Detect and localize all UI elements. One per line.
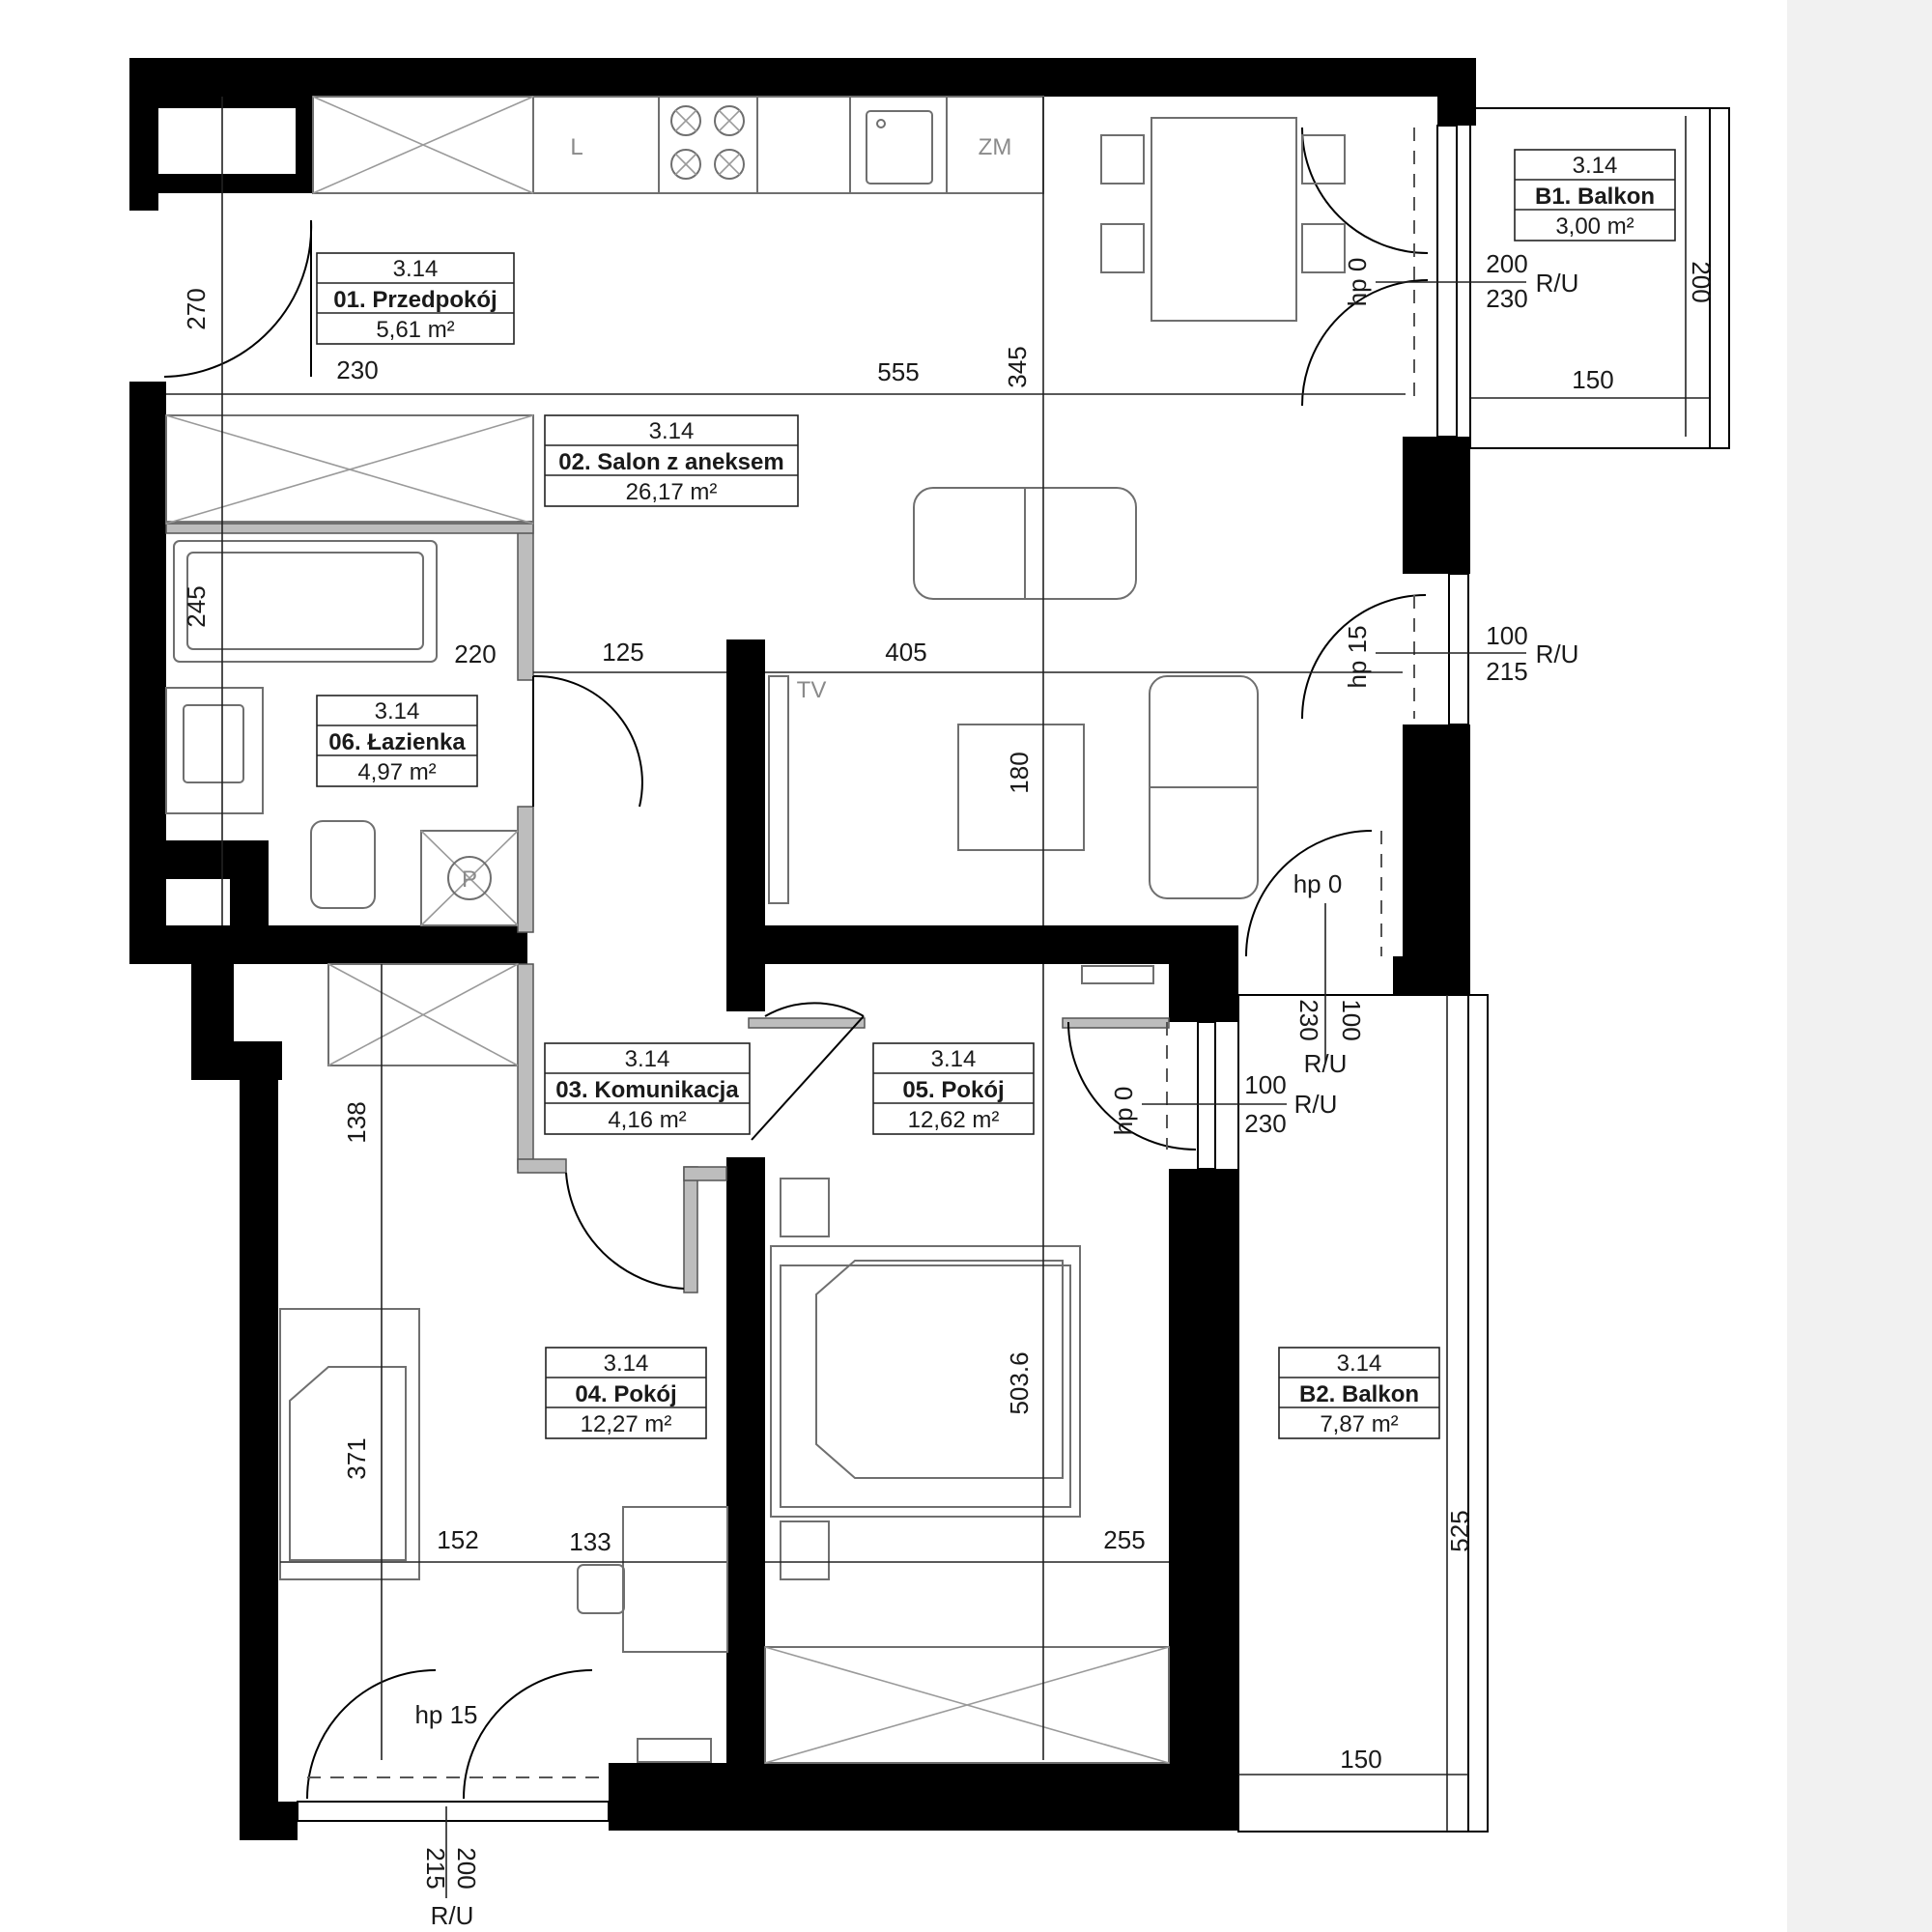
sofa-and-table (768, 487, 1259, 904)
svg-text:3.14: 3.14 (625, 1046, 670, 1072)
svg-text:12,62 m²: 12,62 m² (908, 1107, 1000, 1133)
room04-door-swing (565, 1172, 685, 1290)
dishwasher-symbol: ZM (979, 134, 1012, 160)
w1-ru: R/U (1536, 269, 1579, 298)
svg-text:05. Pokój: 05. Pokój (902, 1077, 1004, 1103)
w3-sill: hp 0 (1293, 869, 1343, 898)
room-label-03: 3.14 03. Komunikacja 4,16 m² (544, 1042, 751, 1135)
dim-b2-width: 150 (1340, 1745, 1381, 1774)
room-label-04: 3.14 04. Pokój 12,27 m² (545, 1347, 707, 1439)
w2-ru: R/U (1536, 639, 1579, 668)
svg-text:3.14: 3.14 (931, 1046, 977, 1072)
page-edge-strip (1787, 0, 1932, 1932)
dim-room04-depth: 371 (342, 1437, 371, 1479)
dim-entrance-height: 270 (182, 288, 211, 329)
svg-text:03. Komunikacja: 03. Komunikacja (555, 1077, 739, 1103)
w4-ru: R/U (1294, 1090, 1338, 1119)
dim-bath-b: 220 (454, 639, 496, 668)
svg-text:01. Przedpokój: 01. Przedpokój (333, 287, 497, 313)
svg-text:04. Pokój: 04. Pokój (575, 1381, 676, 1407)
dim-salon-depth: 345 (1003, 346, 1032, 387)
dining-table-and-chairs (1100, 117, 1346, 322)
svg-text:3.14: 3.14 (649, 418, 695, 444)
room-label-b2: 3.14 B2. Balkon 7,87 m² (1278, 1347, 1440, 1439)
w2-height: 215 (1486, 657, 1527, 686)
dim-room04-a: 152 (437, 1525, 478, 1554)
svg-text:3.14: 3.14 (1573, 153, 1618, 179)
dim-room04-b: 133 (569, 1527, 611, 1556)
dim-bath-a: 245 (182, 585, 211, 627)
dim-hall-width: 230 (336, 355, 378, 384)
w2-sill: hp 15 (1343, 625, 1372, 688)
w3-width: 100 (1337, 999, 1366, 1040)
w5-height: 215 (421, 1847, 450, 1889)
bedroom-furniture (279, 965, 1154, 1763)
dim-table: 180 (1005, 752, 1034, 793)
w1-sill: hp 0 (1343, 258, 1372, 307)
svg-text:06. Łazienka: 06. Łazienka (328, 729, 466, 755)
svg-text:3.14: 3.14 (1337, 1350, 1382, 1377)
w4-width: 100 (1244, 1070, 1286, 1099)
svg-text:26,17 m²: 26,17 m² (626, 479, 718, 505)
wardrobes (165, 414, 1170, 1764)
svg-text:5,61 m²: 5,61 m² (376, 317, 454, 343)
room-label-01: 3.14 01. Przedpokój 5,61 m² (316, 252, 515, 345)
dim-b1-length: 200 (1687, 261, 1716, 302)
entrance-door-swing (163, 219, 313, 378)
walls (129, 58, 1476, 1840)
svg-text:4,97 m²: 4,97 m² (357, 759, 436, 785)
window-frames (297, 125, 1469, 1822)
dim-room05-depth: 503.6 (1005, 1351, 1034, 1414)
svg-text:12,27 m²: 12,27 m² (581, 1411, 672, 1437)
dim-corridor: 125 (602, 638, 643, 667)
dim-room05-width: 255 (1103, 1525, 1145, 1554)
dim-wardrobe: 138 (342, 1101, 371, 1143)
dim-b2-length: 525 (1445, 1510, 1474, 1551)
w1-height: 230 (1486, 284, 1527, 313)
w4-height: 230 (1244, 1109, 1286, 1138)
room-label-02: 3.14 02. Salon z aneksem 26,17 m² (544, 414, 799, 507)
balcony-outlines (1237, 107, 1730, 1833)
tv-symbol: TV (797, 677, 827, 703)
svg-text:7,87 m²: 7,87 m² (1320, 1411, 1398, 1437)
w5-width: 200 (452, 1847, 481, 1889)
svg-text:3.14: 3.14 (393, 256, 439, 282)
dim-b1-width: 150 (1572, 365, 1613, 394)
fridge-symbol: L (570, 134, 582, 160)
w3-height: 230 (1294, 999, 1323, 1040)
svg-text:3.14: 3.14 (604, 1350, 649, 1377)
dim-living: 405 (885, 638, 926, 667)
svg-text:B2. Balkon: B2. Balkon (1299, 1381, 1419, 1407)
room-label-06: 3.14 06. Łazienka 4,97 m² (316, 695, 478, 787)
shaft-symbol: P (462, 867, 477, 893)
bathroom-fixtures (165, 540, 519, 926)
room05-door-swing (764, 1002, 865, 1017)
w5-sill: hp 15 (414, 1700, 477, 1729)
svg-text:3,00 m²: 3,00 m² (1555, 213, 1634, 240)
dim-salon-width: 555 (877, 357, 919, 386)
dimension-lines (166, 97, 1710, 1832)
bathroom-door-swing (532, 674, 643, 808)
doors (163, 219, 865, 1290)
w5-ru: R/U (431, 1901, 474, 1930)
svg-text:3.14: 3.14 (375, 698, 420, 724)
svg-text:02. Salon z aneksem: 02. Salon z aneksem (558, 449, 783, 475)
w1-width: 200 (1486, 249, 1527, 278)
room-label-05: 3.14 05. Pokój 12,62 m² (872, 1042, 1035, 1135)
kitchen-counter (312, 96, 1044, 194)
w2-width: 100 (1486, 621, 1527, 650)
svg-text:4,16 m²: 4,16 m² (608, 1107, 686, 1133)
w4-sill: hp 0 (1109, 1087, 1138, 1136)
room-label-b1: 3.14 B1. Balkon 3,00 m² (1514, 149, 1676, 242)
svg-text:B1. Balkon: B1. Balkon (1535, 184, 1655, 210)
w3-ru: R/U (1304, 1049, 1348, 1078)
